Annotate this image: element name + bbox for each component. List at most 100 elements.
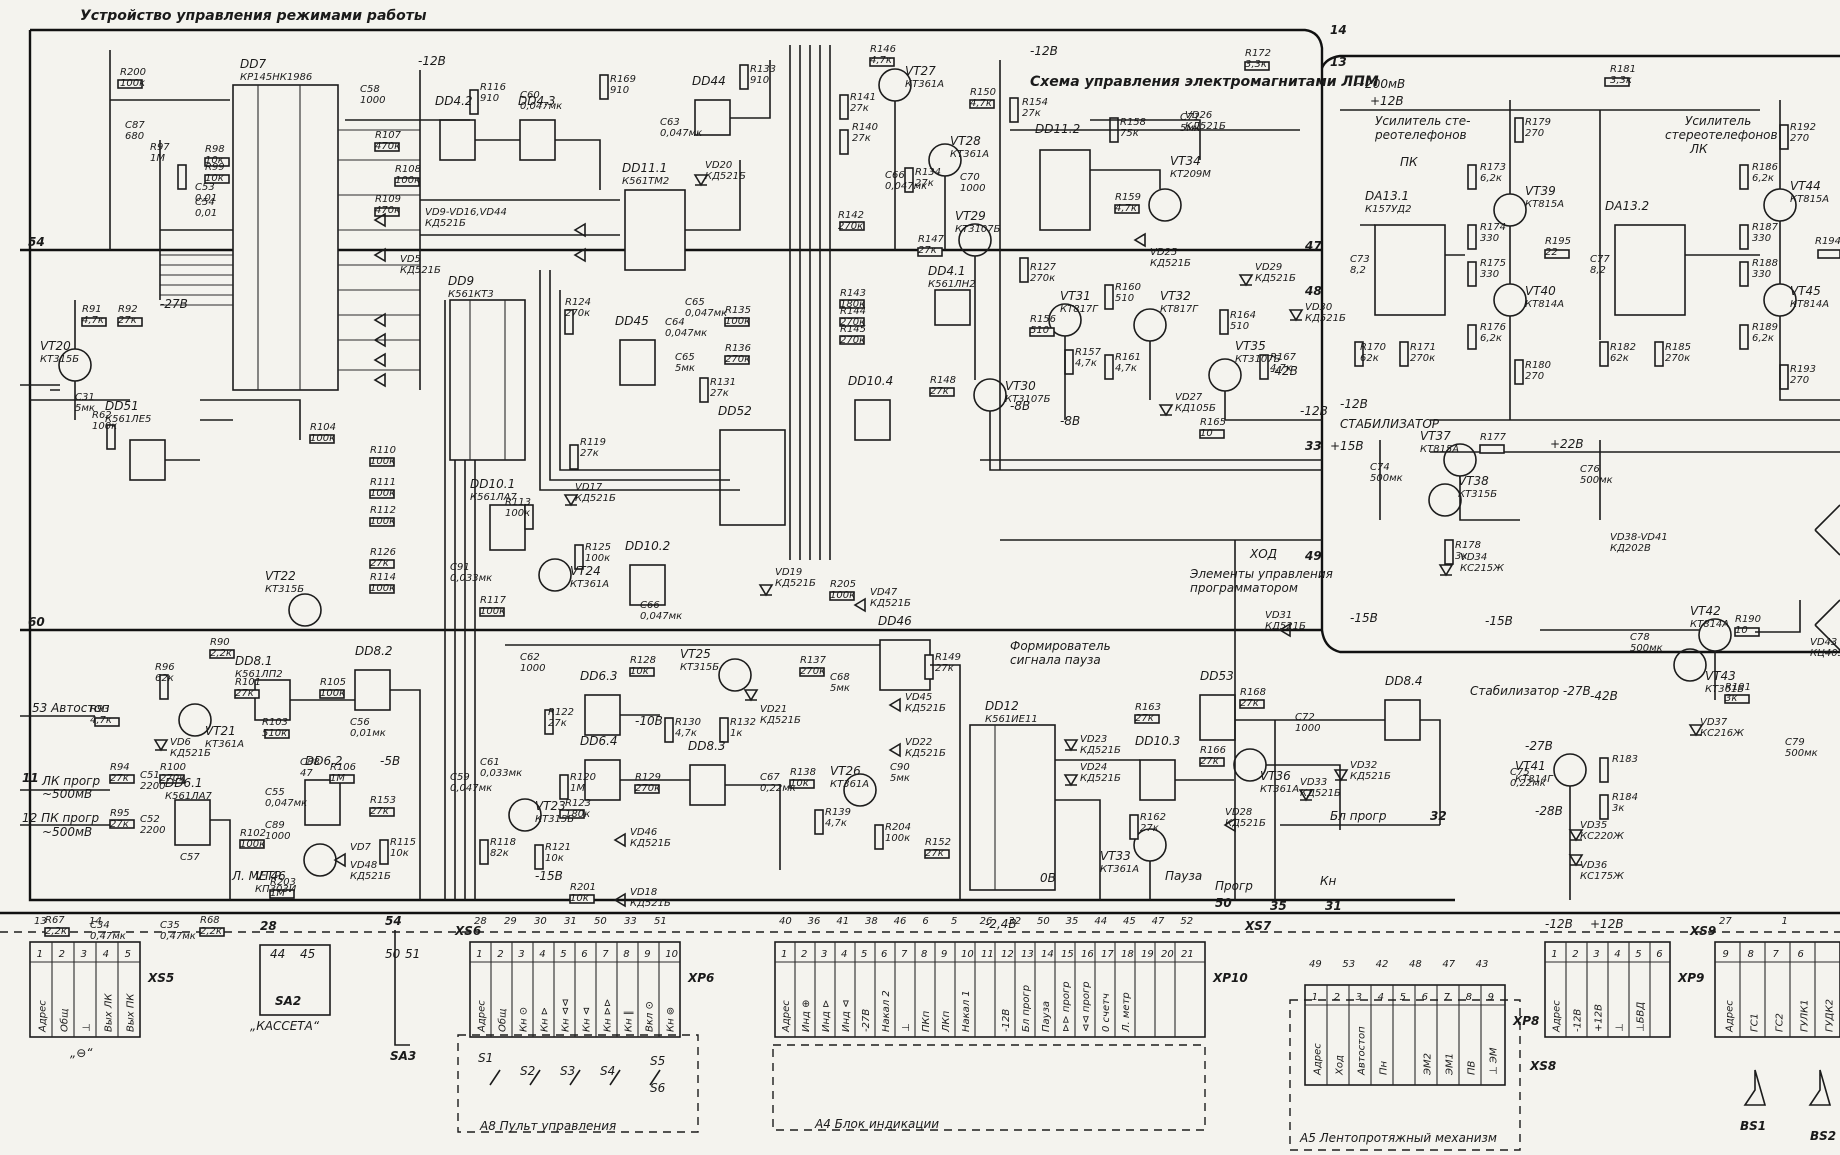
vt22-ref: VT22 (265, 569, 296, 583)
res-r108-ref: R108 (395, 164, 421, 175)
res-r150-val: 4,7к (970, 98, 992, 109)
panel-a4: А4 Блок индикации (814, 1117, 939, 1131)
vt23-part: КТ315Б (535, 814, 574, 825)
res-r189-val: 6,2к (1752, 333, 1774, 344)
diode-17-part: КД521Б (1265, 621, 1306, 632)
conn-xp10-top-2: 41 (836, 916, 849, 927)
conn-xp8-pin-2: Автостоп (1356, 1026, 1367, 1076)
cap-c59-ref: C59 (450, 772, 470, 783)
res-r153-val: 27к (370, 806, 389, 817)
diode-8-part: КД521Б (575, 493, 616, 504)
vt40-part: КТ814А (1525, 299, 1564, 310)
res-r125-val: 100к (585, 553, 610, 564)
res-r172-val: 3,3к (1245, 59, 1267, 70)
vt41-ref: VT41 (1515, 759, 1546, 773)
conn-xp6-num-4: 5 (560, 949, 566, 960)
cap-c87-val: 680 (125, 131, 144, 142)
rail-xp9-m12: -12В (1545, 917, 1573, 931)
conn-bs-num-2: 7 (1773, 949, 1780, 960)
diode-7-ref: VD27 (1175, 392, 1203, 403)
dd9-chip (449, 299, 526, 461)
resistor-labels: R200100кR971МR9810кR9910кR914,7кR9227кR6… (45, 44, 1840, 937)
panel-s6: S6 (650, 1081, 666, 1095)
res-r136-val: 270к (725, 354, 750, 365)
conn-bs-top-1: 1 (1782, 916, 1788, 927)
res-r190-ref: R190 (1735, 614, 1761, 625)
conn-xp8-pin-3: Пн (1378, 1060, 1389, 1075)
vt39-part: КТ815А (1525, 199, 1564, 210)
dd7-pins-right (338, 129, 420, 371)
ic-dd46-ref: DD46 (878, 614, 912, 628)
diode-11-ref: VD6 (170, 737, 191, 748)
res-r165-ref: R165 (1200, 417, 1226, 428)
title-amp-pk-1: Усилитель сте- (1375, 114, 1470, 128)
ic-dd83-ref: DD8.3 (688, 739, 726, 753)
vt37-part: КТ815А (1420, 444, 1459, 455)
vt42-part: КТ814А (1690, 619, 1729, 630)
res-r181-val: 3,3к (1610, 75, 1632, 86)
board-outline-left (28, 30, 1455, 902)
ic-da131-ref: DA13.1 (1365, 189, 1409, 203)
res-r179-val: 270 (1525, 128, 1544, 139)
vt35-part: КТ3107Б (1235, 354, 1281, 365)
res-r90-ref: R90 (210, 637, 230, 648)
conn-xp10-num-11: 12 (1001, 949, 1014, 960)
cap-c53-val: 0,01 (195, 193, 217, 204)
title-amp-lk-1: Усилитель (1685, 114, 1751, 128)
cap-c61-ref: C61 (480, 757, 500, 768)
conn-xp8-num-6: 7 (1444, 992, 1451, 1003)
xp10-block (774, 941, 1206, 1038)
conn-xp6-pin-6: Кн ⊳⊳ (603, 998, 614, 1032)
res-r154-ref: R154 (1022, 97, 1048, 108)
res-r189-ref: R189 (1752, 322, 1778, 333)
vt34-symbol (1148, 188, 1182, 222)
res-r119-ref: R119 (580, 437, 606, 448)
vt23-symbol (508, 798, 542, 832)
diode-16-part: КД521Б (1080, 773, 1121, 784)
vt39-ref: VT39 (1525, 184, 1556, 198)
title-programmer-1: Элементы управления (1189, 567, 1333, 581)
panel-sa3-54: 54 (385, 914, 402, 928)
panel-xs7: XS7 (1244, 919, 1272, 933)
res-r111-val: 100к (370, 488, 395, 499)
conn-bs-top-0: 27 (1719, 916, 1732, 927)
vt22-part: КТ315Б (265, 584, 304, 595)
cap-c34-val: 0,47мк (90, 931, 126, 942)
conn-xp10-top-11: 44 (1094, 916, 1107, 927)
diode-1-part: КД521Б (400, 265, 441, 276)
cap-c66-val: 0,047мк (885, 181, 927, 192)
dd7-pins-left (160, 254, 233, 306)
conn-xp9-num-2: 3 (1593, 949, 1599, 960)
ic-dd112-ref: DD11.2 (1035, 122, 1080, 136)
diode-20-part: КД521Б (1225, 818, 1266, 829)
cap-c59-val: 0,047мк (450, 783, 492, 794)
net-autostop: 53 Автостоп (32, 701, 110, 715)
cap-c66b-val: 0,047мк (640, 611, 682, 622)
cap-c58-val: 1000 (360, 95, 385, 106)
cap-c64-val: 0,047мк (665, 328, 707, 339)
node-50: 50 (1215, 896, 1232, 910)
vt27-ref: VT27 (905, 64, 936, 78)
conn-xs5-top-0: 13 (34, 916, 47, 927)
res-r172-ref: R172 (1245, 48, 1271, 59)
res-r118-ref: R118 (490, 837, 516, 848)
conn-xp6-pin-2: Кн ⊙ (519, 1007, 530, 1032)
diode-3-ref: VD26 (1185, 110, 1212, 121)
res-r186-val: 6,2к (1752, 173, 1774, 184)
vt42-ref: VT42 (1690, 604, 1721, 618)
diode-5-part: КД521Б (1255, 273, 1296, 284)
xp10-columns (794, 942, 1176, 1037)
res-r185-ref: R185 (1665, 342, 1691, 353)
dd45-gate (619, 339, 656, 386)
conn-bs-pin-3: ГУЛК1 (1800, 999, 1811, 1032)
ic-dd53-ref: DD53 (1200, 669, 1234, 683)
cap-c34-ref: C34 (90, 920, 110, 931)
ic-da132-ref: DA13.2 (1605, 199, 1649, 213)
res-r114-ref: R114 (370, 572, 396, 583)
vt24-symbol (538, 558, 572, 592)
cap-c74-ref: C74 (1370, 462, 1390, 473)
rail-m8-b: -8В (1060, 414, 1080, 428)
res-r134-val: 27к (915, 178, 934, 189)
res-r178-val: 3к (1455, 551, 1467, 562)
diode-26-ref: VD38-VD41 (1610, 532, 1668, 543)
